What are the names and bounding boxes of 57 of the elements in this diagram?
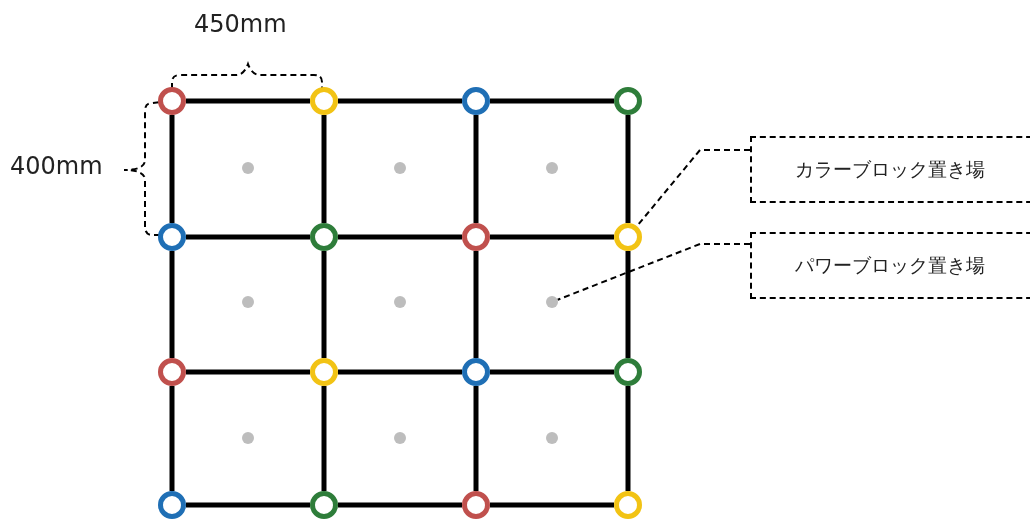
dot-marker [546,296,558,308]
ring-marker [614,491,642,519]
leader-line [556,243,751,301]
dot-marker [394,432,406,444]
grid-line [186,502,310,508]
grid-line [473,115,479,223]
ring-marker [462,358,490,386]
dot-marker [242,162,254,174]
callout-box [750,232,1030,299]
ring-marker [158,223,186,251]
grid-line [490,502,614,508]
grid-line [338,502,462,508]
dimension-label: 450mm [194,10,287,38]
callout-label: パワーブロック置き場 [795,252,985,278]
grid-line [338,234,462,240]
ring-marker [310,223,338,251]
ring-marker [158,358,186,386]
dot-marker [242,296,254,308]
grid-line [473,386,479,491]
grid-line [490,234,614,240]
ring-marker [614,87,642,115]
dot-marker [546,162,558,174]
grid-line [186,98,310,104]
callout-box [750,136,1030,203]
dot-marker [394,162,406,174]
grid-line [490,369,614,375]
grid-line [473,251,479,358]
grid-line [490,98,614,104]
ring-marker [462,87,490,115]
grid-line [338,98,462,104]
callout-label: カラーブロック置き場 [795,156,985,182]
grid-line [321,386,327,491]
ring-marker [614,358,642,386]
ring-marker [310,358,338,386]
grid-line [321,251,327,358]
dot-marker [546,432,558,444]
grid-line [625,386,631,491]
dimension-label: 400mm [10,152,103,180]
dot-marker [242,432,254,444]
grid-line [169,115,175,223]
dot-marker [394,296,406,308]
grid-line [186,234,310,240]
grid-line [625,251,631,358]
ring-marker [158,87,186,115]
grid-line [169,386,175,491]
grid-line [169,251,175,358]
leader-line [635,149,751,228]
ring-marker [614,223,642,251]
ring-marker [462,223,490,251]
grid-line [625,115,631,223]
ring-marker [158,491,186,519]
ring-marker [462,491,490,519]
grid-line [321,115,327,223]
grid-line [186,369,310,375]
ring-marker [310,491,338,519]
ring-marker [310,87,338,115]
grid-line [338,369,462,375]
